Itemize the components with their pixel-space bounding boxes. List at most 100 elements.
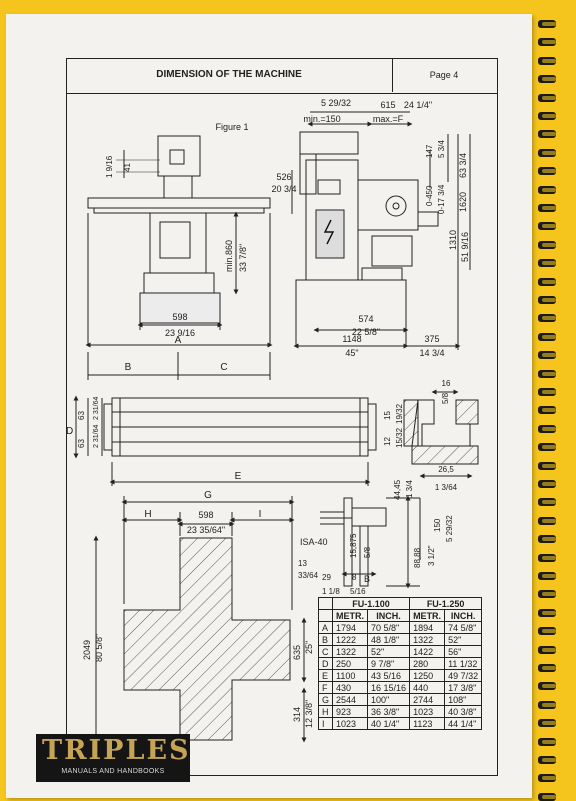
table-cell-i1: 43 5/16	[367, 669, 411, 682]
dim-min150: min.=150	[303, 114, 340, 124]
binding-coil	[538, 277, 556, 286]
binding-coil	[538, 590, 556, 599]
table-cell-key: I	[317, 717, 334, 730]
figure-label: Figure 1	[215, 122, 248, 132]
table-cell-m1: 1222	[332, 633, 369, 646]
dim-13: 13	[298, 559, 307, 568]
dim-0-450: 0-450	[425, 185, 434, 206]
dim-H: H	[144, 509, 151, 520]
logo-name: TRIPLES	[42, 735, 191, 766]
front-view	[85, 135, 273, 380]
binding-coil	[538, 93, 556, 102]
binding-coil	[538, 75, 556, 84]
table-cell-i1: 36 3/8"	[367, 705, 411, 718]
dim-1-3-4: 1 3/4	[405, 480, 414, 498]
binding-coil	[538, 204, 556, 212]
dim-5-3-4: 5 3/4	[437, 140, 446, 158]
dim-5-8-spindle: 5/8	[363, 546, 372, 558]
dim-80-5-8: 80 5/8"	[94, 634, 104, 662]
binding-coil	[538, 56, 556, 65]
binding-coil	[538, 756, 556, 764]
dim-5-29-32: 5 29/32	[321, 98, 351, 108]
table-cell-m2: 1422	[409, 645, 446, 658]
dim-15-32: 15/32	[395, 427, 404, 448]
dim-314: 314	[292, 707, 302, 722]
t-slot-labels: 16 5/8 15 19/32 12 15/32 26,5 1 3/64	[383, 379, 458, 492]
binding-coil	[538, 627, 556, 636]
dim-15: 15	[383, 411, 392, 420]
table-cell-m2: 440	[409, 681, 446, 694]
table-cell-i1: 40 1/4"	[367, 717, 411, 730]
table-cell-i2: 11 1/32	[444, 657, 483, 670]
logo-tagline: MANUALS AND HANDBOOKS	[61, 768, 165, 775]
table-cell-m2: 280	[409, 657, 446, 670]
dim-1620: 1620	[458, 192, 468, 212]
table-corner	[317, 609, 334, 622]
dim-24-1-4: 24 1/4"	[404, 100, 432, 110]
table-cell-m1: 2544	[332, 693, 369, 706]
dim-635: 635	[292, 645, 302, 660]
table-top-labels: D E 63 2 31/64 63 2 31/64	[66, 397, 242, 482]
table-cell-i1: 70 5/8"	[367, 621, 411, 634]
table-cell-m2: 1894	[409, 621, 446, 634]
binding-coil	[538, 645, 556, 654]
drawing-frame	[66, 58, 498, 776]
table-cell-m2: 1322	[409, 633, 446, 646]
group-header: FU-1.100	[332, 597, 411, 610]
dim-3-1-2: 3 1/2"	[427, 545, 436, 566]
dim-1-1-8: 1 1/8	[322, 587, 340, 596]
binding-coil	[538, 369, 556, 378]
unit-header: METR.	[409, 609, 446, 622]
table-cell-key: A	[317, 621, 334, 634]
dim-615: 615	[380, 100, 395, 110]
binding-coil	[538, 792, 556, 801]
binding-coil	[538, 516, 556, 525]
table-cell-m1: 430	[332, 681, 369, 694]
dim-63b: 63	[77, 411, 86, 420]
page-number: Page 4	[429, 70, 459, 80]
dim-16: 16	[442, 379, 451, 388]
dim-C: C	[220, 362, 227, 373]
table-cell-i2: 44 1/4"	[444, 717, 483, 730]
binding-coil	[538, 240, 556, 249]
binding-coil	[538, 314, 556, 323]
binding-coil	[538, 259, 556, 268]
table-cell-i2: 17 3/8"	[444, 681, 483, 694]
dim-G: G	[204, 490, 212, 501]
table-cell-i2: 74 5/8"	[444, 621, 483, 634]
page-title: DIMENSION OF THE MACHINE	[156, 69, 302, 80]
dim-26-5: 26,5	[438, 465, 454, 474]
dim-23-9-16: 23 9/16	[165, 328, 195, 338]
binding-coil	[538, 130, 556, 139]
dim-14-3-4: 14 3/4	[419, 348, 444, 358]
binding-coil	[538, 185, 556, 194]
dim-51-9-16: 51 9/16	[460, 232, 470, 262]
binding-coil	[538, 296, 556, 304]
table-cell-m1: 923	[332, 705, 369, 718]
dim-2049: 2049	[82, 640, 92, 660]
dim-19-32: 19/32	[395, 403, 404, 424]
group-header: FU-1.250	[409, 597, 483, 610]
dim-526: 526	[276, 172, 291, 182]
table-cell-i1: 16 15/16	[367, 681, 411, 694]
dim-33-64: 33/64	[298, 571, 319, 580]
table-cell-i2: 49 7/32	[444, 669, 483, 682]
table-cell-m2: 1123	[409, 717, 446, 730]
table-cell-i1: 52"	[367, 645, 411, 658]
binding-coil	[538, 535, 556, 544]
dim-12-3-8: 12 3/8"	[304, 700, 314, 728]
dim-22-5-8: 22 5/8"	[352, 327, 380, 337]
dim-0-17-3-4: 0-17 3/4	[437, 184, 446, 214]
binding-coil	[538, 112, 556, 120]
dimension-table: FU-1.100 FU-1.250 METR. INCH. METR. INCH…	[317, 597, 483, 730]
table-cell-m1: 1023	[332, 717, 369, 730]
dim-1148: 1148	[342, 334, 361, 344]
dim-147: 147	[425, 144, 434, 158]
unit-header: INCH.	[444, 609, 483, 622]
